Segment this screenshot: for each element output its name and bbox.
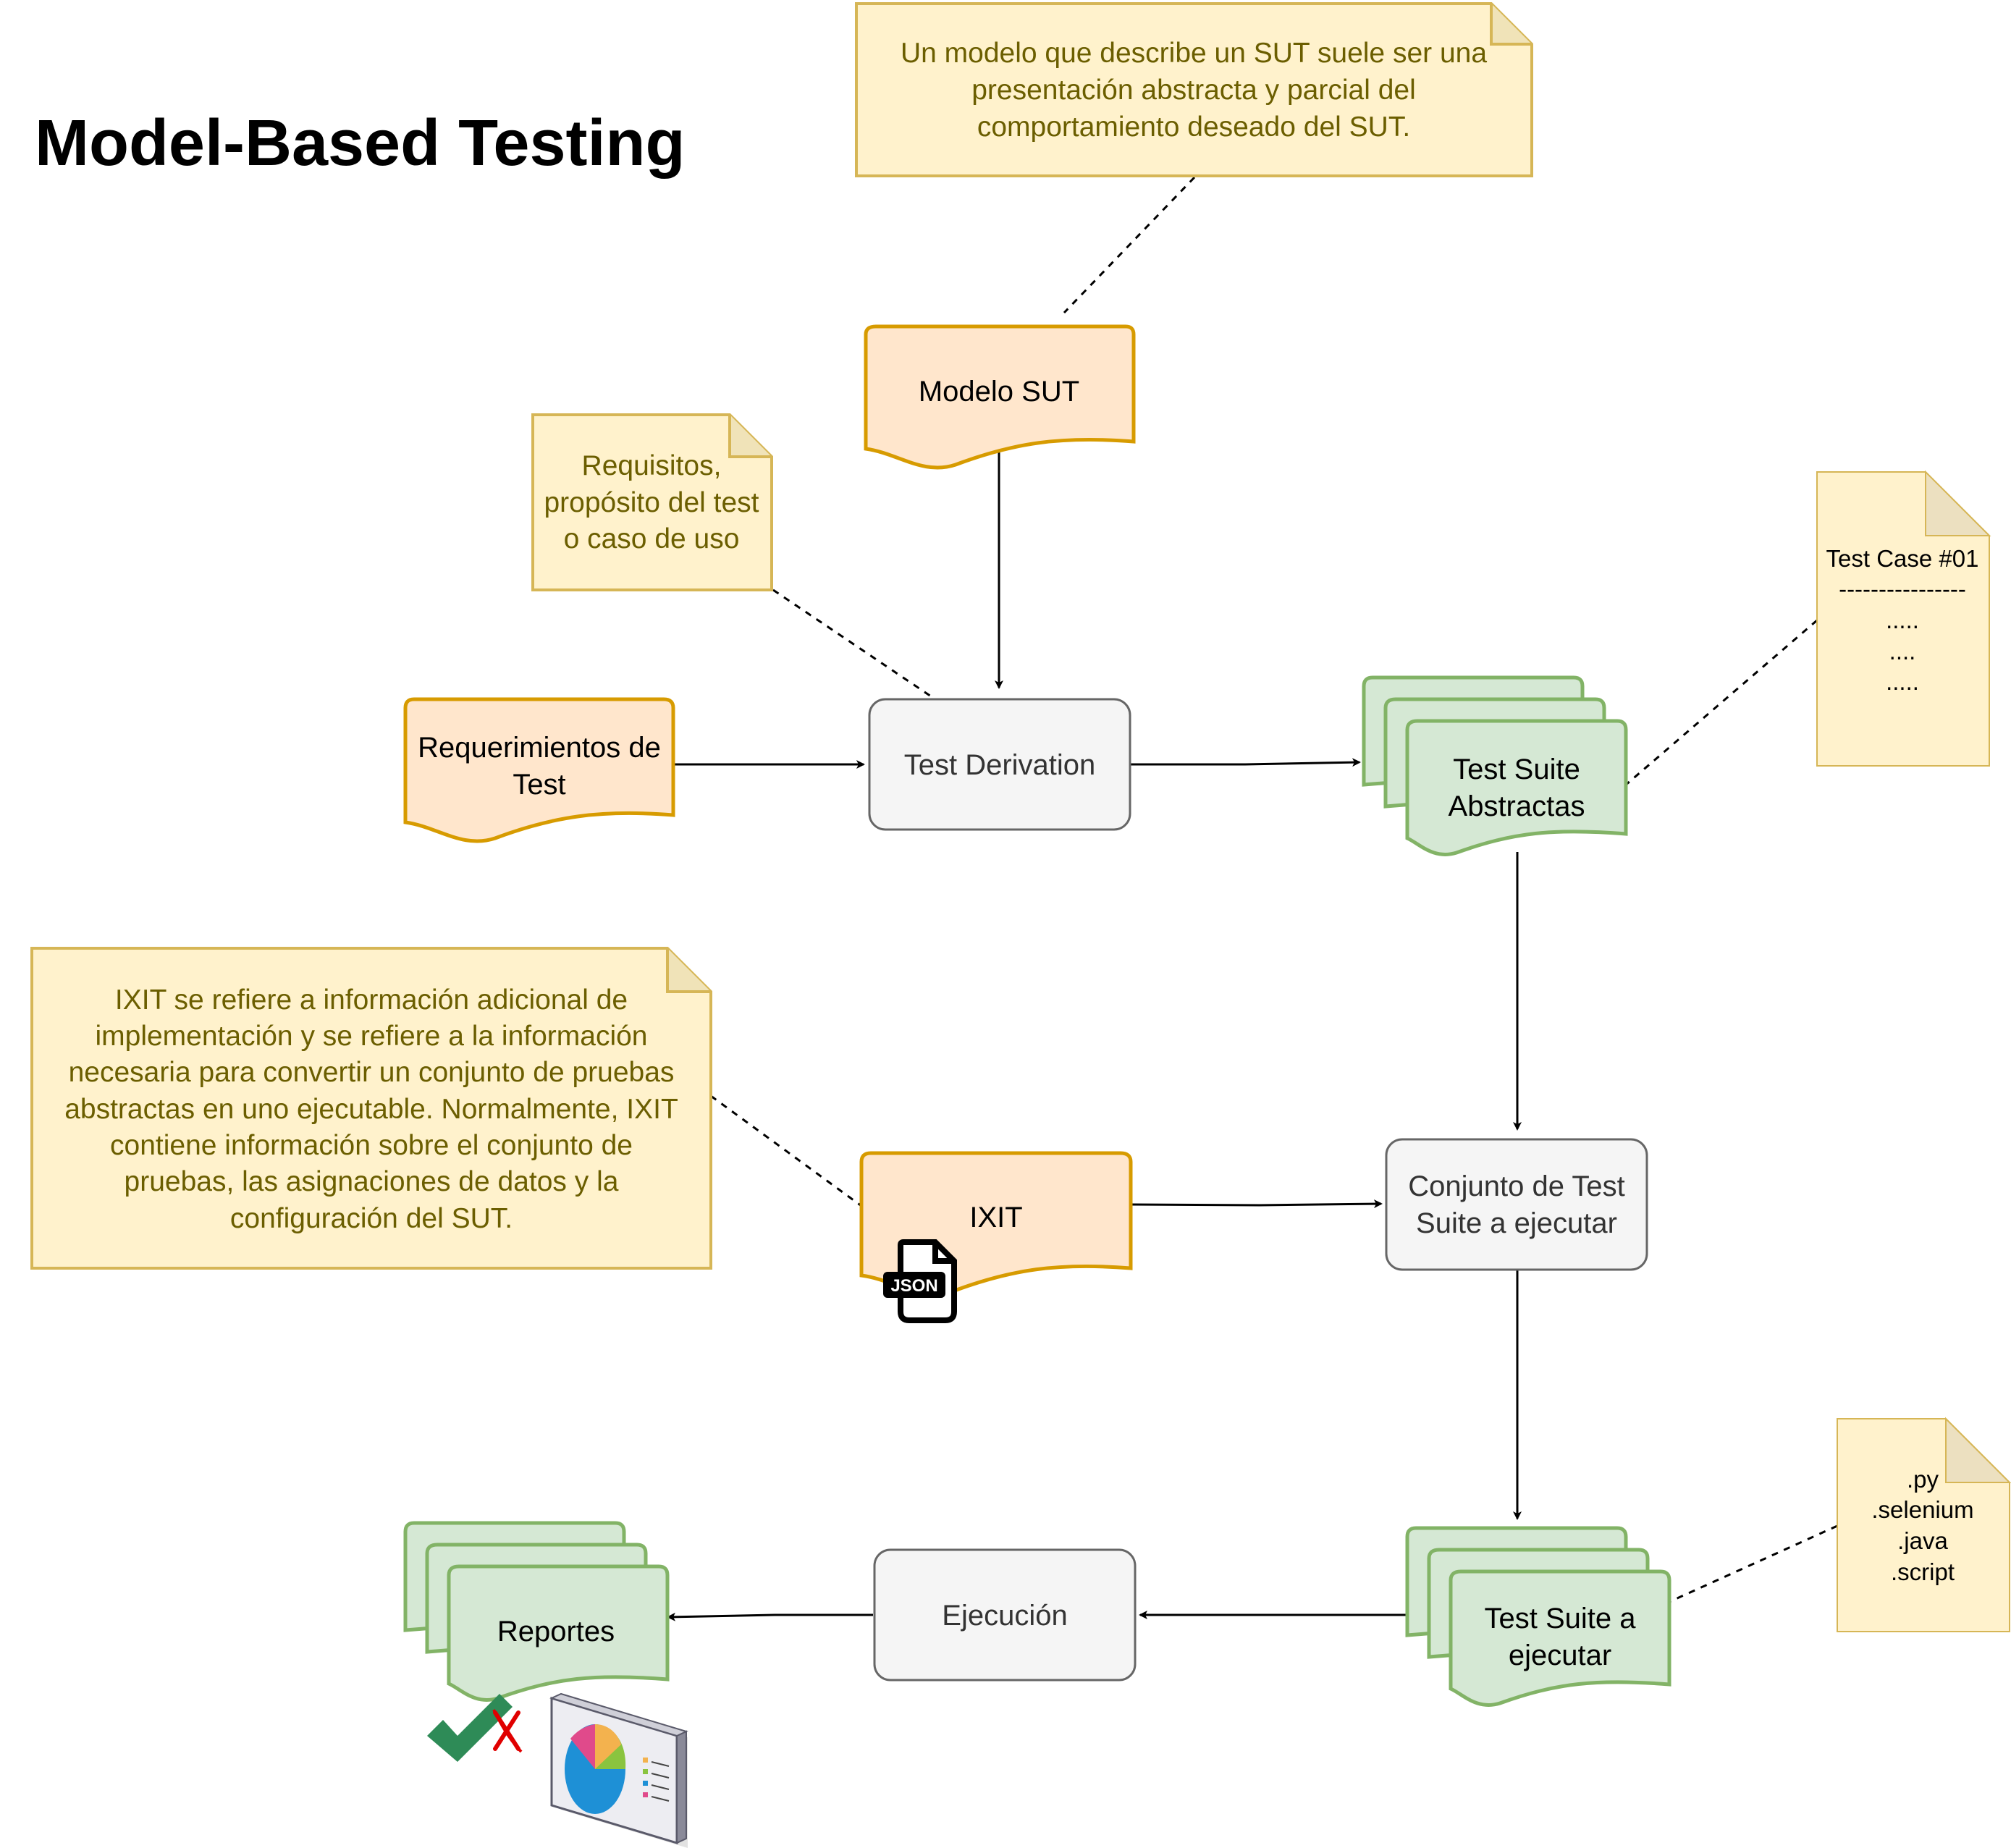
svg-text:----------------: ---------------- bbox=[1839, 575, 1966, 602]
svg-text:.selenium: .selenium bbox=[1871, 1496, 1973, 1523]
svg-text:Test Suite a: Test Suite a bbox=[1484, 1603, 1636, 1634]
test-case-note: Test Case #01 ---------------- ..... ...… bbox=[1816, 470, 1991, 767]
reportes-document[interactable]: Reportes bbox=[403, 1521, 670, 1702]
edge-derivation-to-suite bbox=[1131, 758, 1361, 767]
svg-text:.py: .py bbox=[1907, 1466, 1939, 1493]
svg-text:Suite a ejecutar: Suite a ejecutar bbox=[1416, 1207, 1617, 1239]
sut-model-note: Un modelo que describe un SUT suele ser … bbox=[855, 2, 1533, 177]
svg-text:implementación y se refiere a: implementación y se refiere a la informa… bbox=[95, 1021, 647, 1052]
diagram-title: Model-Based Testing bbox=[35, 107, 685, 180]
svg-text:Un modelo que describe un SUT: Un modelo que describe un SUT suele ser … bbox=[901, 38, 1487, 69]
svg-text:Reportes: Reportes bbox=[497, 1616, 615, 1647]
test-suite-ejecutar-document[interactable]: Test Suite a ejecutar bbox=[1405, 1526, 1671, 1707]
edge-ixit-to-conjunto bbox=[1130, 1199, 1383, 1209]
svg-text:IXIT se refiere a información: IXIT se refiere a información adicional … bbox=[115, 984, 628, 1016]
svg-text:.....: ..... bbox=[1886, 668, 1919, 695]
svg-text:presentación abstracta y parci: presentación abstracta y parcial del bbox=[971, 75, 1416, 106]
svg-text:Conjunto de Test: Conjunto de Test bbox=[1408, 1170, 1624, 1202]
ejecucion-process[interactable]: Ejecución bbox=[873, 1548, 1137, 1682]
svg-text:Modelo SUT: Modelo SUT bbox=[919, 376, 1079, 408]
svg-text:propósito del test: propósito del test bbox=[544, 487, 759, 518]
svg-text:contiene información sobre el: contiene información sobre el conjunto d… bbox=[110, 1130, 633, 1161]
json-file-icon: JSON bbox=[883, 1239, 957, 1323]
svg-text:Requerimientos de: Requerimientos de bbox=[418, 732, 661, 764]
svg-text:IXIT: IXIT bbox=[969, 1202, 1022, 1233]
svg-text:configuración del SUT.: configuración del SUT. bbox=[230, 1203, 513, 1234]
connector-ext-note bbox=[1670, 1524, 1838, 1603]
svg-text:JSON: JSON bbox=[890, 1276, 937, 1296]
connector-ixit-note bbox=[710, 1094, 862, 1207]
svg-text:Requisitos,: Requisitos, bbox=[582, 450, 722, 481]
modelo-sut-document[interactable]: Modelo SUT bbox=[864, 324, 1136, 470]
conjunto-test-suite-process[interactable]: Conjunto de Test Suite a ejecutar bbox=[1385, 1138, 1648, 1271]
svg-text:Abstractas: Abstractas bbox=[1449, 790, 1585, 822]
cross-icon bbox=[492, 1709, 523, 1753]
svg-text:ejecutar: ejecutar bbox=[1509, 1640, 1611, 1671]
edge-ejecucion-to-reportes bbox=[667, 1612, 873, 1621]
svg-text:necesaria para convertir un co: necesaria para convertir un conjunto de … bbox=[69, 1057, 675, 1088]
svg-text:pruebas, las asignaciones de d: pruebas, las asignaciones de datos y la bbox=[125, 1166, 619, 1197]
svg-text:Test Case #01: Test Case #01 bbox=[1826, 545, 1979, 572]
svg-text:abstractas en uno ejecutable.: abstractas en uno ejecutable. Normalment… bbox=[64, 1094, 678, 1125]
svg-text:....: .... bbox=[1889, 638, 1916, 664]
test-suite-abstractas-document[interactable]: Test Suite Abstractas bbox=[1362, 675, 1628, 856]
connector-req-note bbox=[772, 588, 938, 702]
svg-text:o caso de uso: o caso de uso bbox=[564, 523, 740, 554]
svg-text:Test Derivation: Test Derivation bbox=[904, 749, 1096, 781]
requirements-note: Requisitos, propósito del test o caso de… bbox=[531, 413, 773, 591]
test-derivation-process[interactable]: Test Derivation bbox=[868, 698, 1131, 831]
svg-text:comportamiento deseado del SUT: comportamiento deseado del SUT. bbox=[977, 111, 1410, 143]
svg-text:Ejecución: Ejecución bbox=[942, 1600, 1067, 1632]
connector-testcase-note bbox=[1624, 619, 1818, 787]
svg-text:.script: .script bbox=[1891, 1558, 1955, 1585]
svg-text:.java: .java bbox=[1897, 1527, 1948, 1554]
connector-sut-note bbox=[1063, 176, 1196, 314]
report-chart-icon bbox=[549, 1692, 688, 1848]
requerimientos-document[interactable]: Requerimientos de Test bbox=[403, 697, 675, 843]
svg-text:.....: ..... bbox=[1886, 607, 1919, 633]
svg-text:Test Suite: Test Suite bbox=[1453, 754, 1580, 785]
ixit-explanation-note: IXIT se refiere a información adicional … bbox=[30, 947, 712, 1270]
svg-text:Test: Test bbox=[513, 769, 565, 801]
check-icon bbox=[427, 1694, 513, 1762]
file-extensions-note: .py .selenium .java .script bbox=[1837, 1417, 2011, 1632]
